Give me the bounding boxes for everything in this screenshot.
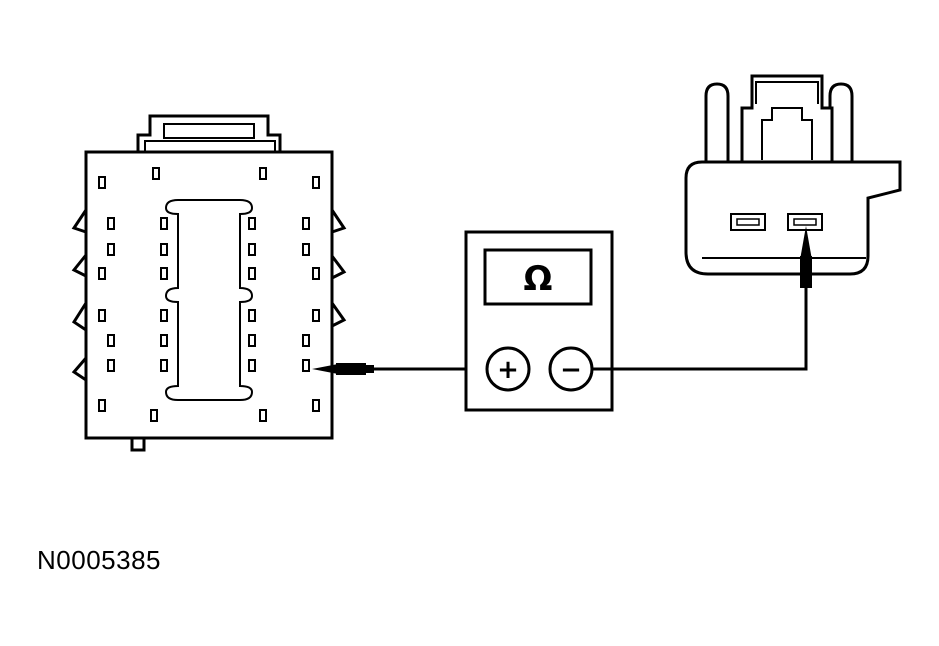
pin-cavity bbox=[98, 399, 106, 412]
pin-cavity bbox=[160, 334, 168, 347]
sensor-connector bbox=[684, 74, 902, 276]
pin-cavity bbox=[150, 409, 158, 422]
pin-cavity bbox=[160, 309, 168, 322]
lead-wire-right bbox=[592, 290, 808, 371]
pin-cavity bbox=[248, 217, 256, 230]
positive-terminal-label: + bbox=[497, 355, 519, 385]
pin-cavity bbox=[302, 217, 310, 230]
sensor-latch-arm-left bbox=[704, 82, 730, 165]
connector-side-ribs-right bbox=[330, 209, 347, 328]
pin-cavity bbox=[107, 359, 115, 372]
pin-cavity bbox=[312, 399, 320, 412]
pin-cavity bbox=[248, 334, 256, 347]
pin-cavity bbox=[312, 267, 320, 280]
pin-cavity bbox=[98, 309, 106, 322]
pin-cavity bbox=[312, 176, 320, 189]
pin-cavity bbox=[152, 167, 160, 180]
connector-pin-cavities bbox=[98, 167, 320, 422]
pin-cavity-probed bbox=[302, 359, 310, 372]
ohmmeter: Ω + − bbox=[464, 230, 614, 412]
pin-cavity bbox=[160, 359, 168, 372]
pin-cavity bbox=[160, 243, 168, 256]
pin-cavity bbox=[248, 309, 256, 322]
pin-cavity bbox=[259, 167, 267, 180]
pin-cavity bbox=[302, 334, 310, 347]
pin-cavity bbox=[302, 243, 310, 256]
sensor-latch-arm-right bbox=[828, 82, 854, 165]
connector-side-ribs-left bbox=[71, 209, 88, 382]
pin-cavity bbox=[248, 359, 256, 372]
pin-cavity bbox=[98, 176, 106, 189]
pin-cavity bbox=[248, 267, 256, 280]
connector-top-latch bbox=[136, 114, 282, 152]
pin-cavity bbox=[160, 267, 168, 280]
multi-pin-connector bbox=[71, 114, 347, 452]
pin-cavity bbox=[312, 309, 320, 322]
pin-cavity bbox=[259, 409, 267, 422]
connector-bottom-tab bbox=[130, 436, 146, 452]
sensor-top-latch bbox=[740, 74, 834, 165]
pin-cavity bbox=[107, 334, 115, 347]
positive-test-lead bbox=[312, 363, 486, 375]
ohm-symbol: Ω bbox=[524, 259, 553, 299]
pin-cavity bbox=[160, 217, 168, 230]
probe-body-left bbox=[336, 363, 366, 375]
meter-display bbox=[483, 248, 593, 306]
negative-terminal-label: − bbox=[560, 355, 582, 385]
pin-cavity bbox=[107, 217, 115, 230]
probe-tip-left bbox=[312, 364, 338, 374]
connector-latch-window bbox=[163, 123, 255, 139]
pin-cavity bbox=[98, 267, 106, 280]
connector-center-key bbox=[164, 199, 254, 401]
probe-tip-right-overlay bbox=[800, 226, 812, 260]
positive-terminal bbox=[485, 346, 531, 392]
pin-cavity bbox=[248, 243, 256, 256]
pin-cavity bbox=[107, 243, 115, 256]
figure-id-caption: N0005385 bbox=[37, 545, 161, 575]
